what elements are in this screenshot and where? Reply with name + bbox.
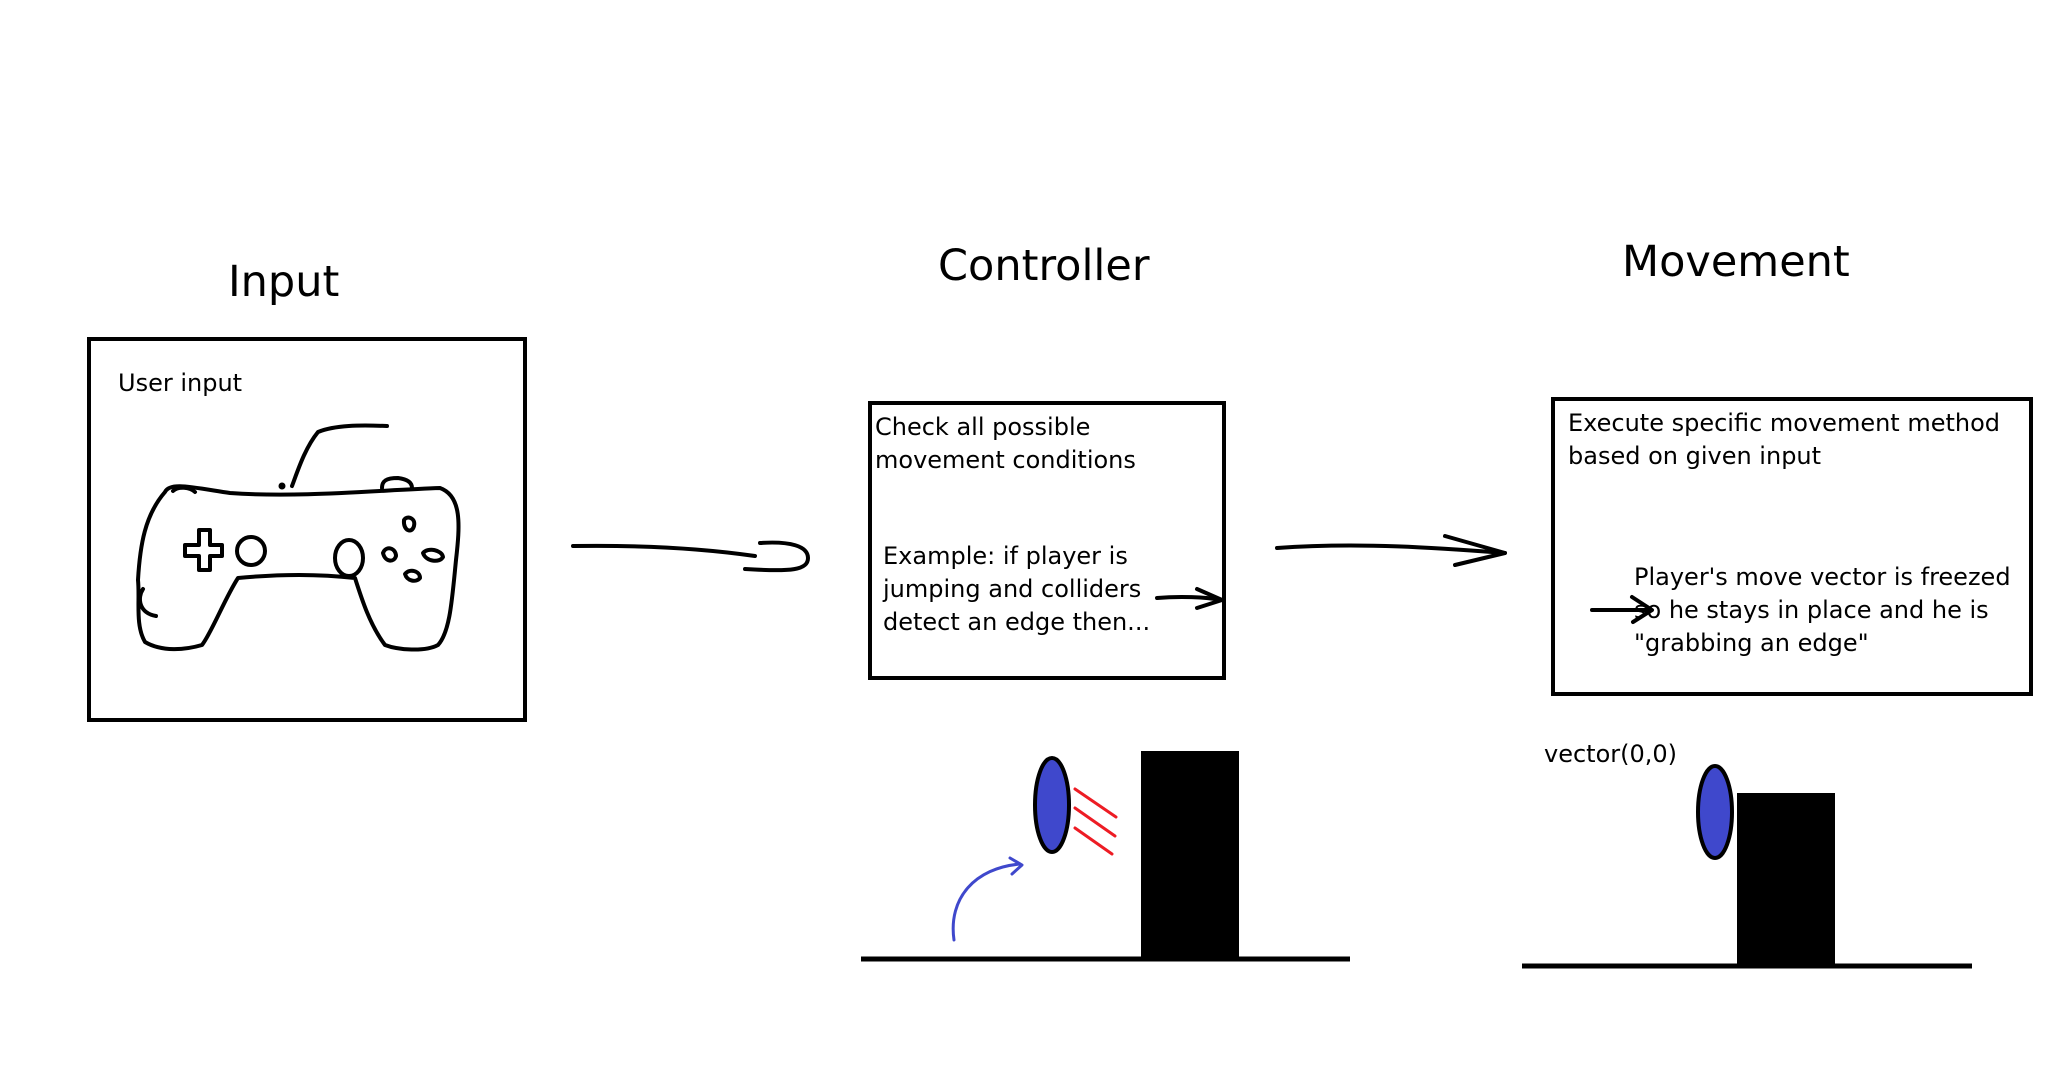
arrow-result-small <box>1590 595 1654 624</box>
controller-heading: Controller <box>938 241 1150 291</box>
user-input-label: User input <box>118 369 243 397</box>
movement-scene <box>1522 764 1972 969</box>
arrow-input-to-controller <box>571 540 810 573</box>
movement-box <box>1551 397 2033 696</box>
movement-result: Player's move vector is freezed so he st… <box>1634 563 2011 657</box>
controller-player <box>1033 756 1071 854</box>
movement-description: Execute specific movement method based o… <box>1568 409 2001 470</box>
movement-wall-block <box>1737 793 1835 966</box>
controller-example: Example: if player is jumping and collid… <box>883 542 1151 636</box>
controller-box <box>868 401 1226 680</box>
jump-arrow <box>951 856 1024 942</box>
arrow-example-small <box>1155 587 1224 610</box>
movement-heading: Movement <box>1622 237 1850 287</box>
gamepad-icon <box>136 423 461 652</box>
edge-detector-lines <box>1073 787 1118 856</box>
controller-scene <box>861 751 1350 962</box>
input-heading: Input <box>228 257 340 307</box>
vector-label: vector(0,0) <box>1544 740 1678 768</box>
controller-wall-block <box>1141 751 1239 959</box>
input-box <box>87 337 527 722</box>
arrow-controller-to-movement <box>1275 534 1507 567</box>
movement-player <box>1696 764 1734 860</box>
controller-description: Check all possible movement conditions <box>875 413 1136 474</box>
